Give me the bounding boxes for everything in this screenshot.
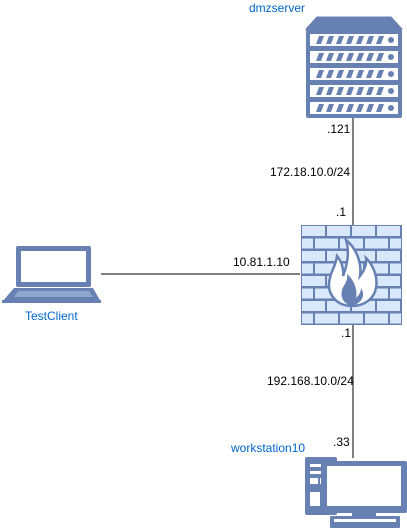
- server-slot-stripe: [336, 104, 344, 112]
- workstation-ip: .33: [333, 435, 350, 449]
- server-slot-stripe: [316, 104, 324, 112]
- server-slots: [310, 34, 398, 114]
- server-slot-stripe: [366, 70, 374, 78]
- server-slot-stripe: [316, 87, 324, 95]
- firewall-icon[interactable]: [301, 225, 402, 325]
- server-slot: [310, 51, 398, 63]
- server-slot-stripe: [346, 87, 354, 95]
- firewall-brick: [365, 288, 388, 299]
- server-slot-stripe: [366, 53, 374, 61]
- firewall-brick: [352, 251, 375, 261]
- server-slot-stripe: [316, 36, 324, 44]
- firewall-brick: [377, 276, 400, 286]
- server-slot-stripe: [336, 70, 344, 78]
- server-slot-stripe: [376, 53, 384, 61]
- server-slot-stripe: [356, 36, 364, 44]
- server-led: [388, 54, 394, 60]
- firewall-brick: [302, 313, 313, 324]
- server-slot-stripe: [366, 104, 374, 112]
- firewall-brick: [377, 301, 400, 311]
- server-slot-stripe: [326, 36, 334, 44]
- firewall-brick: [377, 251, 400, 261]
- server-slot-stripe: [366, 87, 374, 95]
- testclient-label: TestClient: [25, 309, 78, 323]
- dmz-subnet: 172.18.10.0/24: [270, 165, 350, 179]
- dmz-server-ip: .121: [327, 122, 351, 136]
- firewall-brick: [302, 301, 325, 311]
- firewall-brick: [365, 313, 388, 324]
- firewall-brick: [390, 238, 401, 249]
- firewall-brick: [302, 238, 313, 249]
- server-slot-stripe: [346, 70, 354, 78]
- server-slot-stripe: [356, 70, 364, 78]
- firewall-brick: [302, 263, 313, 274]
- server-slot-stripe: [316, 70, 324, 78]
- server-slot-stripe: [346, 53, 354, 61]
- server-slot-stripe: [326, 70, 334, 78]
- flame-shape: [327, 236, 378, 308]
- server-slot-stripe: [376, 104, 384, 112]
- server-led: [388, 88, 394, 94]
- server-slot-stripe: [326, 87, 334, 95]
- server-slot-stripe: [336, 53, 344, 61]
- server-slot-stripe: [346, 104, 354, 112]
- firewall-brick: [390, 263, 401, 274]
- firewall-brick: [302, 288, 313, 299]
- firewall-brick: [315, 263, 338, 274]
- firewall-brick: [340, 238, 363, 249]
- server-slot: [310, 68, 398, 80]
- client-ip: 10.81.1.10: [233, 255, 290, 269]
- server-slot-stripe: [356, 104, 364, 112]
- server-led: [388, 105, 394, 111]
- dmz-firewall-ip: .1: [336, 205, 346, 219]
- server-led: [388, 71, 394, 77]
- server-slot-stripe: [316, 53, 324, 61]
- firewall-brick: [365, 238, 388, 249]
- server-slot-stripe: [376, 36, 384, 44]
- server-slot-stripe: [366, 36, 374, 44]
- server-slot-stripe: [336, 87, 344, 95]
- workstation-label: workstation10: [230, 441, 305, 455]
- server-slot-stripe: [356, 87, 364, 95]
- firewall-brick: [315, 313, 338, 324]
- server-slot-stripe: [336, 36, 344, 44]
- firewall-brick: [390, 313, 401, 324]
- firewall-brick: [390, 288, 401, 299]
- server-slot-stripe: [346, 36, 354, 44]
- laptop-icon[interactable]: [2, 246, 101, 303]
- internal-firewall-ip: .1: [341, 326, 351, 340]
- internal-subnet: 192.168.10.0/24: [267, 374, 354, 388]
- server-slot-stripe: [376, 70, 384, 78]
- dmzserver-label: dmzserver: [249, 1, 305, 15]
- firewall-brick: [352, 226, 375, 236]
- server-slot: [310, 102, 398, 114]
- firewall-brick: [302, 226, 325, 236]
- firewall-brick: [340, 313, 363, 324]
- firewall-brick: [302, 276, 325, 286]
- flame-inner: [341, 274, 364, 306]
- workstation-icon[interactable]: [305, 457, 407, 528]
- server-slot-stripe: [326, 53, 334, 61]
- firewall-brick: [315, 288, 338, 299]
- server-slot: [310, 85, 398, 97]
- firewall-brick: [327, 226, 350, 236]
- server-slot: [310, 34, 398, 46]
- firewall-brick: [365, 263, 388, 274]
- firewall-brick: [302, 251, 325, 261]
- server-slot-stripe: [376, 87, 384, 95]
- server-slot-stripe: [326, 104, 334, 112]
- firewall-brick: [352, 301, 375, 311]
- firewall-brick: [377, 226, 400, 236]
- server-icon[interactable]: [304, 16, 404, 118]
- firewall-brick: [315, 238, 338, 249]
- firewall-brick: [327, 301, 350, 311]
- server-led: [388, 37, 394, 43]
- server-slot-stripe: [356, 53, 364, 61]
